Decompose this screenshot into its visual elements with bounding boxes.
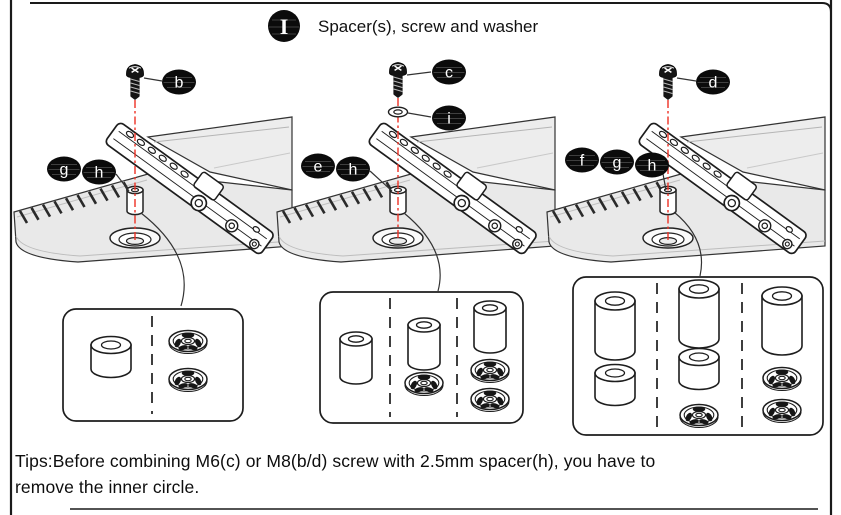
flat-spoke-spacer bbox=[762, 366, 802, 392]
mount-assembly-art bbox=[277, 114, 555, 262]
header-title: Spacer(s), screw and washer bbox=[318, 17, 538, 36]
part-label-h: h bbox=[634, 152, 670, 178]
leader-line bbox=[115, 173, 130, 192]
part-label-d: d bbox=[695, 69, 731, 95]
part-label-text: h bbox=[349, 162, 358, 179]
tips-text: Tips:Before combining M6(c) or M8(b/d) s… bbox=[15, 451, 656, 498]
mount-assembly-art bbox=[14, 114, 292, 262]
cylinder-spacer bbox=[407, 317, 441, 371]
cylinder-spacer bbox=[594, 291, 636, 361]
panel-middle: c i e h bbox=[277, 59, 555, 424]
part-label-g: g bbox=[46, 156, 82, 182]
flat-spoke-spacer bbox=[168, 367, 208, 393]
leader-line bbox=[143, 77, 163, 82]
part-label-text: h bbox=[648, 158, 657, 175]
flat-spoke-spacer bbox=[470, 387, 510, 413]
part-label-text: i bbox=[447, 111, 451, 128]
panel-left: b g h bbox=[14, 63, 292, 422]
cylinder-spacer bbox=[678, 347, 720, 391]
cylinder-spacer bbox=[90, 335, 132, 379]
leader-line bbox=[140, 212, 185, 307]
part-label-g: g bbox=[599, 149, 635, 175]
leader-line bbox=[407, 112, 432, 118]
page-border-top bbox=[30, 2, 832, 13]
flat-spoke-spacer bbox=[168, 329, 208, 355]
part-label-text: b bbox=[175, 75, 184, 92]
panel-right: d f g h bbox=[547, 63, 825, 436]
part-label-text: g bbox=[613, 155, 622, 172]
part-label-c: c bbox=[431, 59, 467, 85]
part-label-h: h bbox=[81, 159, 117, 185]
mount-assembly-art bbox=[547, 114, 825, 262]
screw-b bbox=[125, 63, 145, 101]
leader-line bbox=[369, 170, 393, 192]
flat-spoke-spacer bbox=[470, 358, 510, 384]
leader-line bbox=[673, 211, 703, 277]
part-label-f: f bbox=[564, 147, 600, 173]
flat-spoke-spacer bbox=[762, 398, 802, 424]
cylinder-spacer bbox=[761, 286, 803, 356]
leader-line bbox=[403, 212, 441, 292]
detail-box-middle bbox=[319, 291, 524, 424]
part-label-text: d bbox=[709, 75, 718, 92]
part-label-e: e bbox=[300, 153, 336, 179]
header: I Spacer(s), screw and washer bbox=[268, 10, 538, 42]
screw-c bbox=[388, 61, 408, 99]
part-label-text: f bbox=[580, 153, 585, 170]
flat-spoke-spacer bbox=[679, 403, 719, 429]
flat-spoke-spacer bbox=[404, 371, 444, 397]
screw-d bbox=[658, 63, 678, 101]
detail-box-right bbox=[572, 276, 824, 436]
part-label-i: i bbox=[431, 105, 467, 131]
part-label-text: g bbox=[60, 162, 69, 179]
spacer-kit-icon-letter: I bbox=[280, 14, 289, 39]
washer bbox=[387, 106, 409, 118]
part-label-h: h bbox=[335, 156, 371, 182]
cylinder-spacer bbox=[594, 363, 636, 407]
cylinder-spacer bbox=[678, 279, 720, 349]
part-label-text: e bbox=[314, 159, 323, 176]
part-label-text: c bbox=[445, 65, 453, 82]
part-label-b: b bbox=[161, 69, 197, 95]
leader-line bbox=[676, 77, 697, 82]
detail-box-left bbox=[62, 308, 244, 422]
cylinder-spacer bbox=[339, 331, 373, 385]
leader-line bbox=[662, 173, 667, 191]
leader-line bbox=[406, 71, 432, 76]
part-label-text: h bbox=[95, 165, 104, 182]
cylinder-spacer bbox=[473, 300, 507, 354]
